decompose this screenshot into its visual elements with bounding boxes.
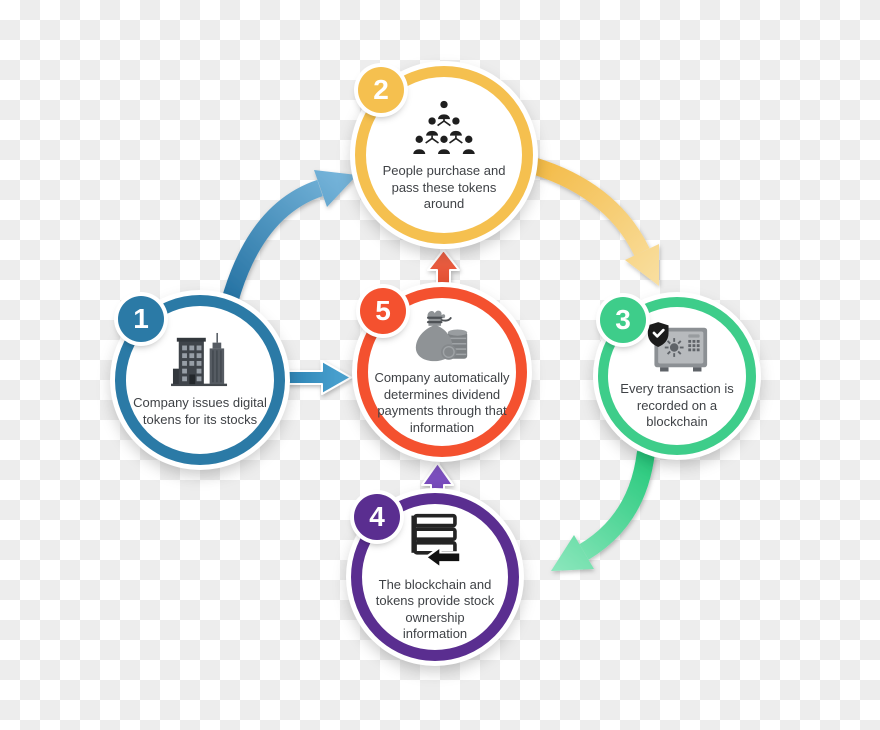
step-circle-5: 5 [357,287,527,457]
stacked-records-arrow-icon [405,512,465,570]
people-network-icon [411,97,477,156]
money-bag-coins-icon [411,308,473,363]
step-number: 5 [375,295,391,326]
step-number: 3 [615,304,631,335]
step-number-badge-2: 2 [358,67,404,113]
arrow-step1-to-step5 [284,360,352,395]
step-caption-5: Company automatically determines dividen… [374,370,510,435]
secure-vault-shield-icon [645,321,709,374]
step-caption-1: Company issues digital tokens for its st… [133,395,267,427]
step-circle-4: 4 The blockchain and tokens provide stoc… [351,493,519,661]
step-circle-2: 2 [355,66,533,244]
arrow-step3-to-step4 [551,450,655,571]
step-number: 4 [369,501,385,532]
step-caption-3: Every transaction is recorded on a block… [620,381,734,430]
step-number: 2 [373,74,389,105]
step-number-badge-4: 4 [354,494,400,540]
step-caption-4: The blockchain and tokens provide stock … [375,576,495,642]
arrow-step2-to-step3 [521,154,659,286]
step-number-badge-3: 3 [600,297,646,343]
arrow-step1-to-step2 [215,170,357,326]
step-caption-2: People purchase and pass these tokens ar… [382,163,506,212]
step-number-badge-5: 5 [360,288,406,334]
step-number-badge-1: 1 [118,296,164,342]
step-circle-3: 3 [598,297,756,455]
city-buildings-icon [169,332,231,388]
step-number: 1 [133,303,149,334]
step-circle-1: 1 [115,295,285,465]
